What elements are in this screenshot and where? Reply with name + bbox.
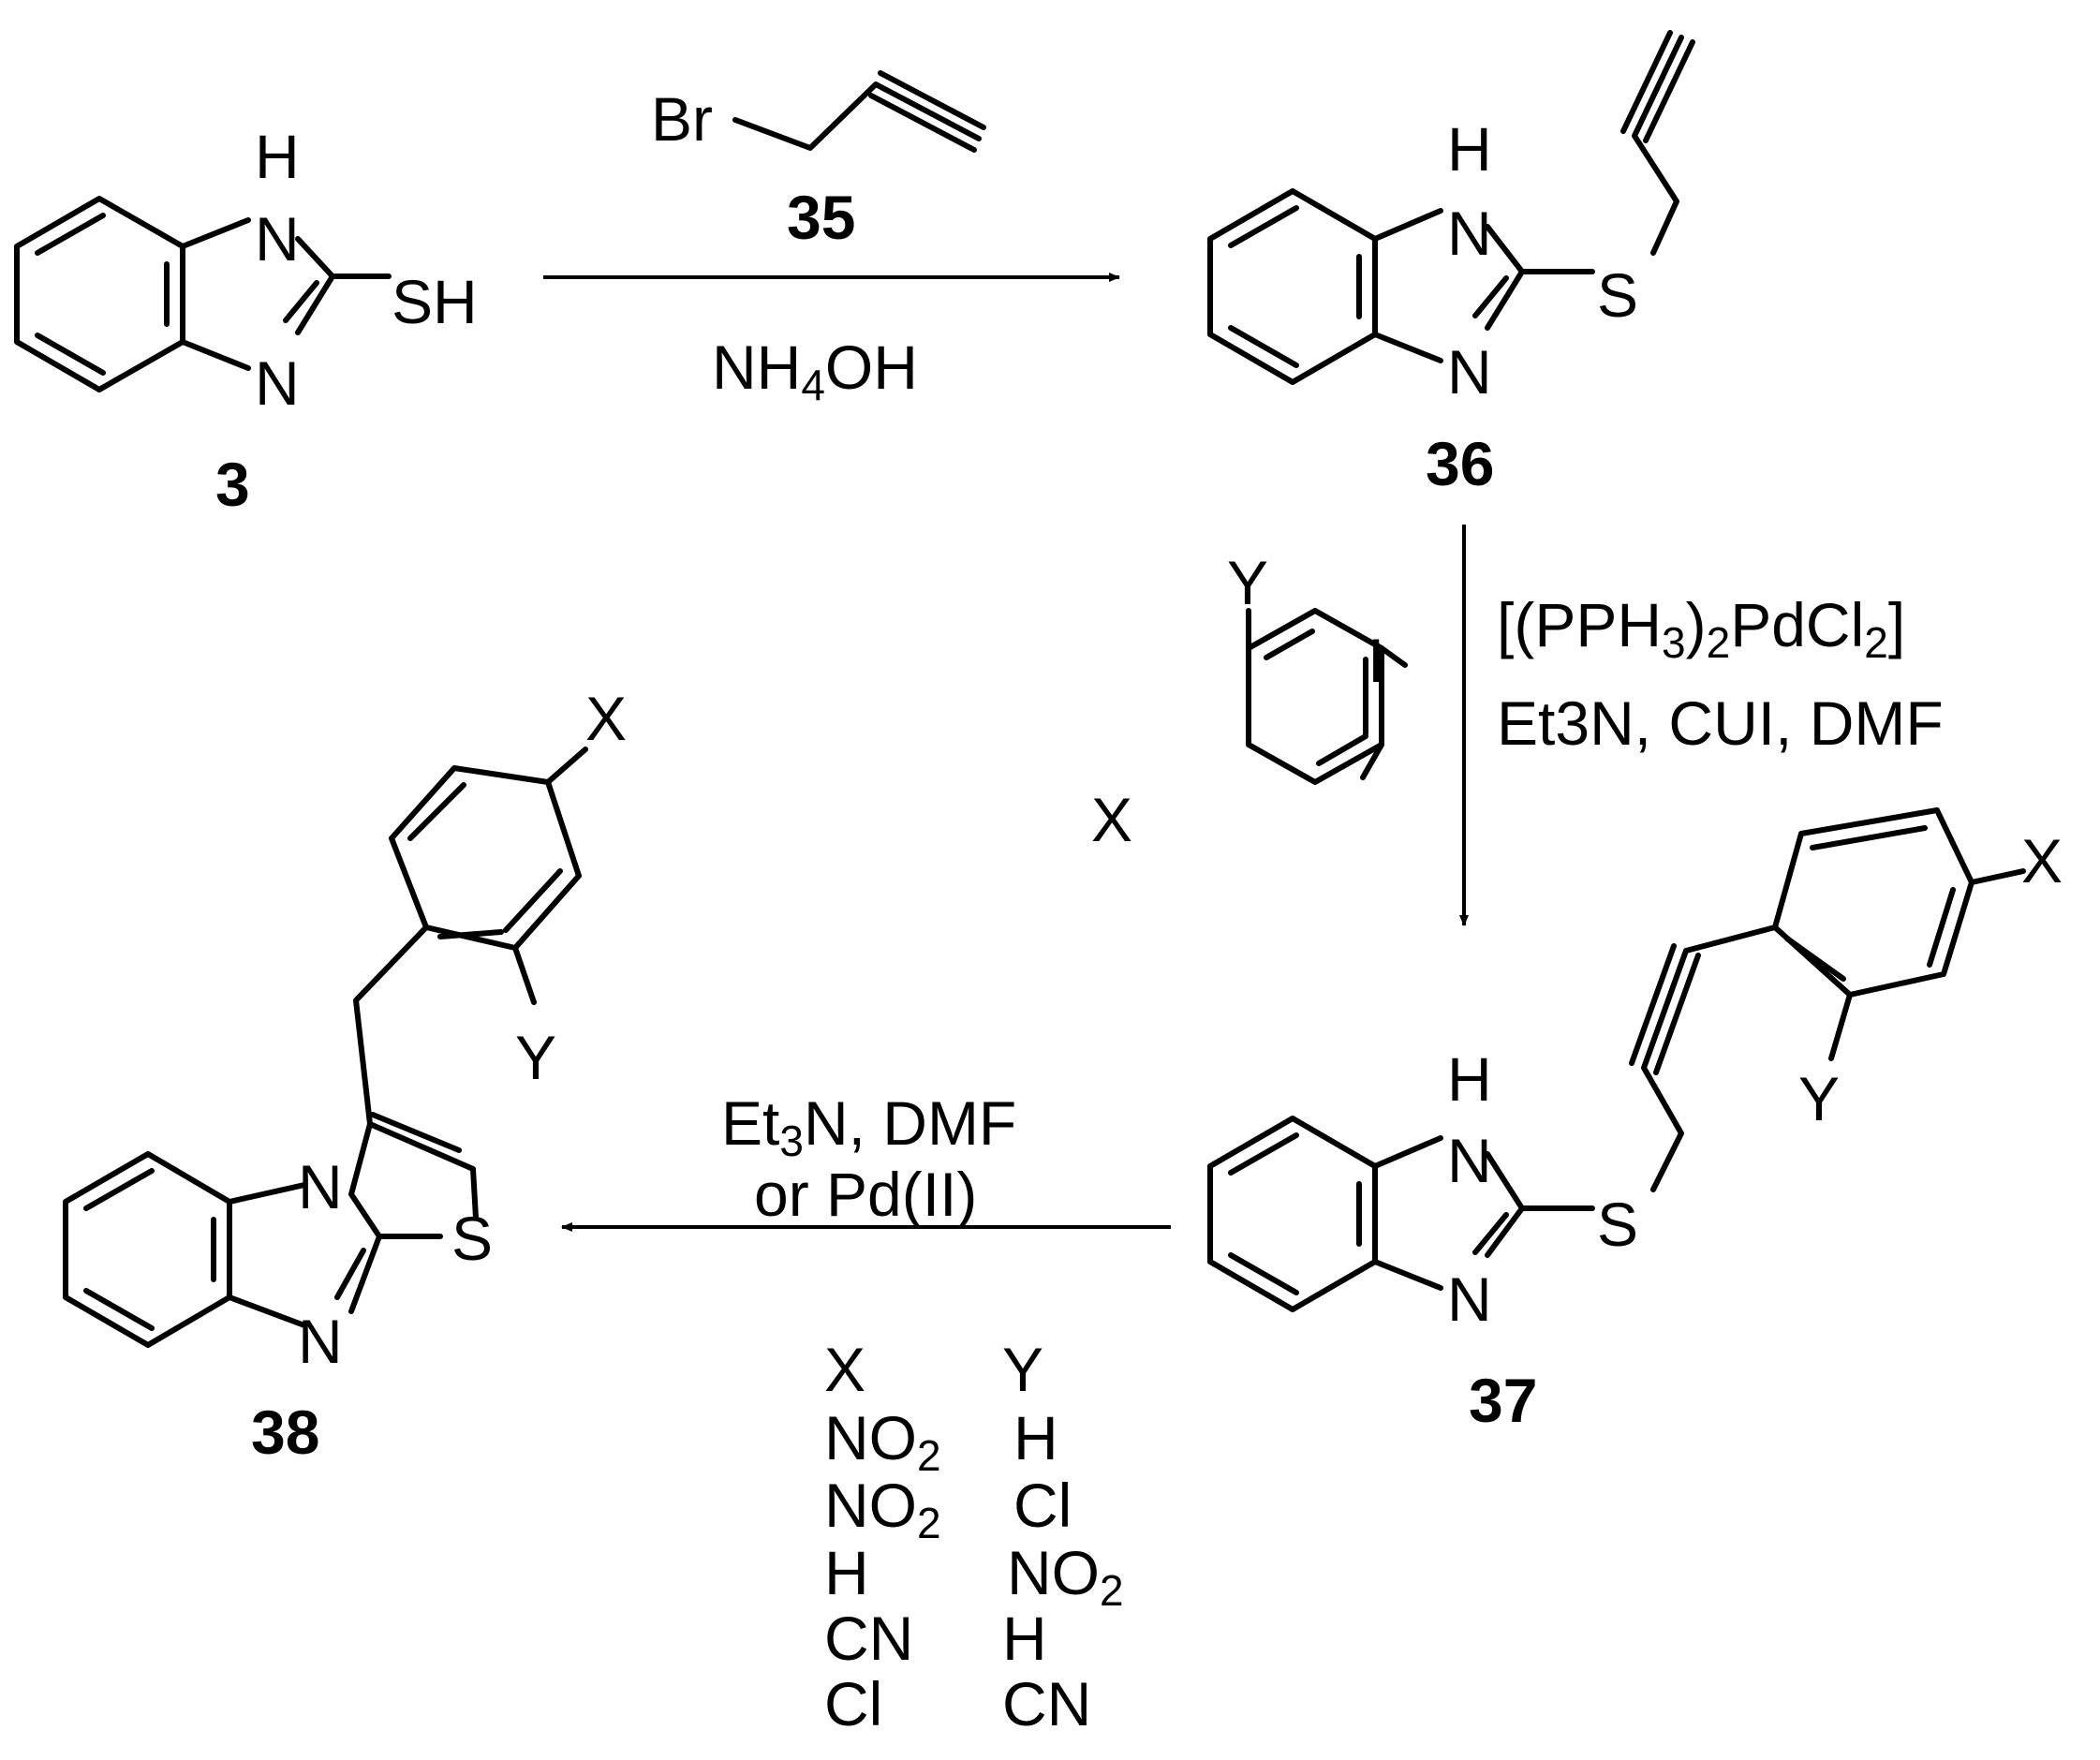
benzene-ring bbox=[1207, 188, 1378, 385]
imidazole-bonds bbox=[180, 217, 392, 371]
h-label: H bbox=[1447, 114, 1492, 184]
compound-3-structure: N H N SH 3 bbox=[14, 122, 478, 519]
s-label: S bbox=[1597, 1190, 1638, 1259]
n-label: N bbox=[1447, 337, 1492, 407]
imidazole-bonds bbox=[1372, 1135, 1595, 1291]
aryl-inner-bonds bbox=[1784, 825, 1956, 982]
s-label: S bbox=[451, 1204, 493, 1273]
compound-number: 35 bbox=[787, 183, 855, 252]
table-cell: NO2 bbox=[1007, 1538, 1124, 1615]
n-label: N bbox=[1447, 199, 1492, 268]
y-label: Y bbox=[1227, 548, 1268, 617]
substituent-table: X Y NO2 H NO2 Cl H NO2 CN H Cl CN bbox=[824, 1335, 1124, 1738]
fused-ring-bonds bbox=[227, 1112, 479, 1328]
x-label: X bbox=[1091, 785, 1132, 854]
s-label: S bbox=[1597, 260, 1638, 330]
n-label: N bbox=[298, 1152, 343, 1221]
benzene-inner-bonds bbox=[1264, 629, 1368, 766]
reagent-label: [(PPH3)2PdCl2] bbox=[1497, 590, 1905, 667]
compound-number: 38 bbox=[251, 1398, 319, 1467]
n-label: N bbox=[1447, 1265, 1492, 1334]
benzene-ring bbox=[63, 1151, 232, 1348]
n-label: N bbox=[1447, 1126, 1492, 1195]
aryl-ring bbox=[389, 765, 582, 951]
h-label: H bbox=[1447, 1044, 1492, 1114]
table-cell: NO2 bbox=[824, 1471, 941, 1547]
table-cell: CN bbox=[1002, 1669, 1091, 1738]
h-label: H bbox=[255, 122, 300, 191]
imidazole-bonds bbox=[1372, 208, 1595, 363]
table-cell: H bbox=[824, 1538, 869, 1607]
reagent-label: Et3N, DMF bbox=[721, 1088, 1016, 1165]
iodine-label: I bbox=[1368, 626, 1384, 695]
compound-38-structure: X Y N N S 38 bbox=[63, 684, 627, 1467]
alkyne-chain bbox=[1629, 924, 1778, 1192]
x-label: X bbox=[2021, 826, 2063, 895]
compound-37-structure: X Y N H N S 37 bbox=[1207, 807, 2063, 1435]
x-label: X bbox=[585, 684, 627, 753]
benzene-inner-bonds bbox=[1228, 205, 1362, 368]
benzene-inner-bonds bbox=[1228, 1132, 1362, 1295]
y-label: Y bbox=[515, 1023, 556, 1092]
table-cell: CN bbox=[824, 1604, 913, 1673]
table-cell: H bbox=[1013, 1403, 1058, 1472]
substituent-bonds bbox=[1246, 608, 1408, 780]
benzene-ring bbox=[1246, 608, 1384, 785]
table-header-x: X bbox=[824, 1335, 865, 1404]
benzene-inner-bonds bbox=[83, 1168, 216, 1331]
compound-number: 37 bbox=[1469, 1366, 1537, 1435]
reagent-label: Et3N, CUI, DMF bbox=[1497, 688, 1944, 758]
y-label: Y bbox=[1798, 1064, 1840, 1133]
aryl-inner-bonds bbox=[407, 782, 563, 939]
sh-label: SH bbox=[392, 267, 478, 336]
compound-number: 36 bbox=[1426, 429, 1494, 498]
benzene-ring bbox=[14, 196, 185, 392]
compound-35-structure: Br 35 bbox=[651, 70, 986, 252]
table-cell: NO2 bbox=[824, 1403, 941, 1480]
n-label: N bbox=[255, 348, 300, 418]
propargyl-chain bbox=[732, 70, 986, 153]
n-label: N bbox=[298, 1307, 343, 1376]
substituent-bonds bbox=[512, 747, 588, 1005]
benzene-ring bbox=[1207, 1116, 1378, 1312]
benzene-inner-bonds bbox=[35, 213, 170, 376]
n-label: N bbox=[255, 204, 300, 274]
propargyl-chain bbox=[1620, 30, 1695, 256]
br-label: Br bbox=[651, 84, 713, 154]
compound-number: 3 bbox=[215, 450, 250, 519]
table-header-y: Y bbox=[1002, 1335, 1043, 1404]
reagent-label: NH4OH bbox=[712, 333, 918, 409]
benzyl-bonds bbox=[353, 924, 429, 1127]
aryl-iodide-structure: Y I X bbox=[1091, 548, 1408, 854]
table-cell: Cl bbox=[824, 1669, 882, 1738]
table-cell: H bbox=[1002, 1604, 1047, 1673]
substituent-bonds bbox=[1828, 868, 2026, 1061]
reagent-label: or Pd(II) bbox=[754, 1160, 977, 1229]
table-cell: Cl bbox=[1013, 1471, 1072, 1540]
compound-36-structure: N H N S 36 bbox=[1207, 30, 1695, 498]
